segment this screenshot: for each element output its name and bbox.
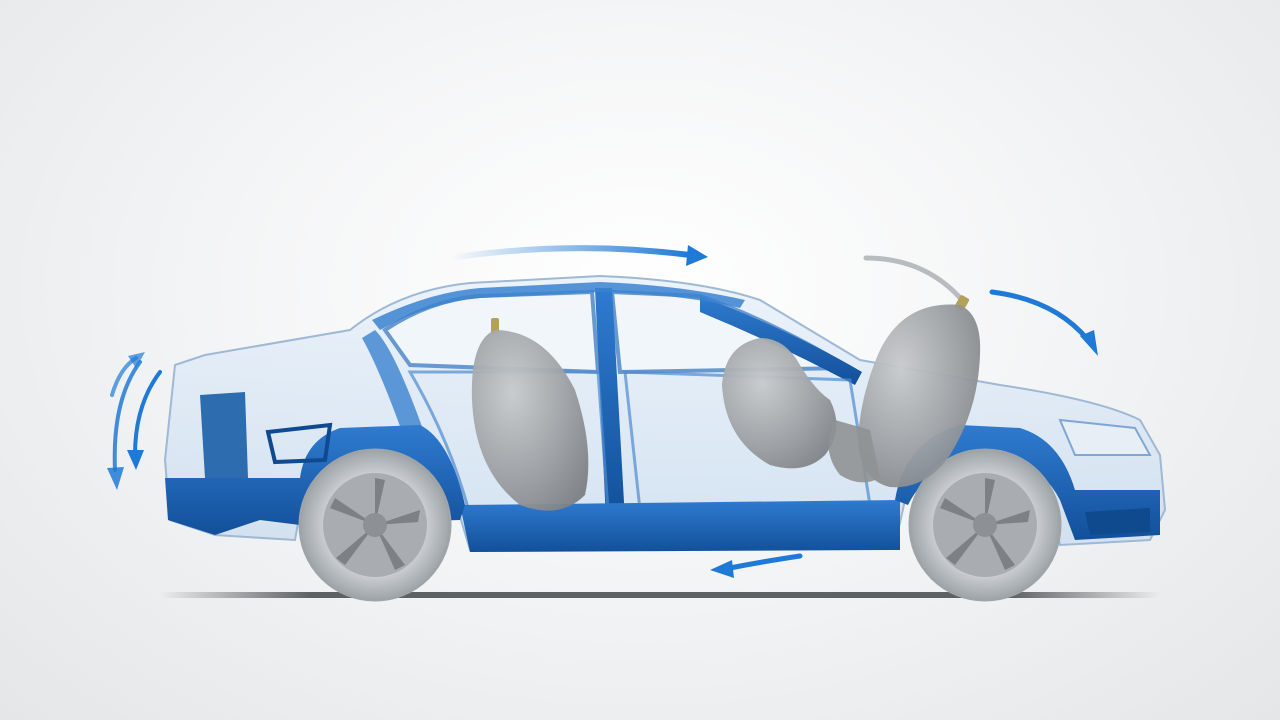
arrow-icon — [133, 370, 162, 457]
c-pillar — [362, 330, 425, 440]
airbag-icon — [858, 304, 981, 488]
hood-arrow — [989, 289, 1098, 356]
headlight — [1058, 418, 1152, 456]
wheel-icon — [330, 478, 420, 570]
front-lower-grille — [1085, 508, 1150, 535]
rear-light-block — [200, 392, 248, 478]
rear-curtain-airbag — [471, 318, 589, 511]
front-wheel — [908, 448, 1062, 602]
roof-rail — [372, 282, 745, 330]
arrow-head — [127, 450, 144, 470]
ground-shadow — [160, 592, 1160, 598]
arrow-icon — [112, 360, 142, 472]
a-pillar — [700, 296, 862, 385]
rear-arrows — [107, 352, 162, 490]
airbag-icon — [471, 330, 589, 511]
airbag-inflator — [491, 318, 499, 334]
arrow-icon — [989, 289, 1091, 343]
rear-wheel — [298, 448, 452, 602]
arrow-icon — [447, 245, 693, 261]
roof-arrow — [447, 245, 708, 266]
rear-structure-detail — [265, 422, 333, 465]
arrow-head — [1080, 330, 1098, 356]
sill-frame — [460, 500, 900, 552]
b-pillar — [595, 288, 625, 520]
front-airbag — [828, 255, 981, 488]
arrow-head — [107, 467, 124, 490]
underbody-arrow — [710, 553, 803, 578]
arrow-head — [128, 352, 145, 368]
airbag-tether — [863, 255, 965, 303]
airbag-lower-lobe — [828, 420, 880, 483]
side-airbag — [722, 338, 837, 469]
arrow-head — [710, 560, 734, 578]
airbag-icon — [722, 338, 837, 469]
arrow-head — [686, 245, 708, 266]
arrow-icon — [727, 553, 803, 571]
